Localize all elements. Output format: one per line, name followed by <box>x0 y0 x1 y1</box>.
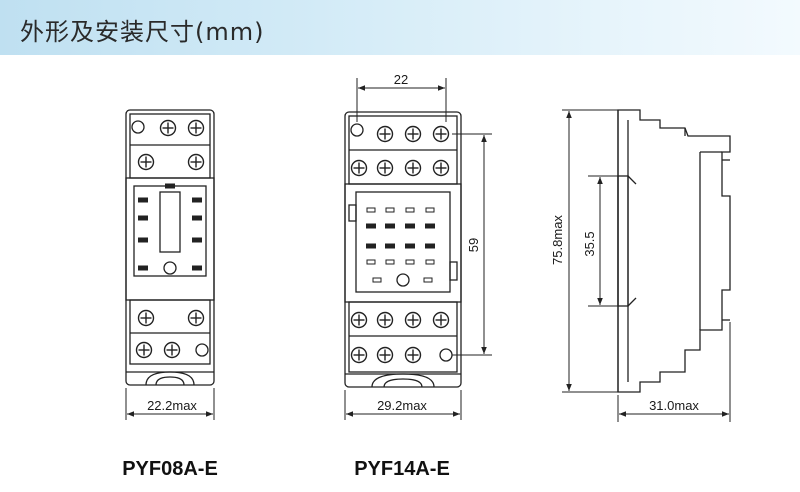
side-height-dimension <box>562 109 618 393</box>
side-height-label: 75.8max <box>550 215 565 265</box>
header-bar: 外形及安装尺寸(mm) <box>0 0 800 55</box>
pyf08-contact-slots <box>138 183 202 275</box>
pyf14-top-dimension <box>356 78 447 122</box>
pyf14-contact-slots <box>366 207 435 287</box>
page-title: 外形及安装尺寸(mm) <box>20 18 265 46</box>
pyf14-front-view <box>344 111 462 388</box>
pyf08-width-dimension <box>125 388 215 420</box>
side-depth-dimension <box>617 322 731 422</box>
side-view <box>617 109 731 393</box>
pyf14-width-label: 29.2max <box>377 398 427 413</box>
pyf08-width-label: 22.2max <box>147 398 197 413</box>
pyf08-front-view <box>125 109 215 386</box>
side-rail-label: 35.5 <box>582 231 597 256</box>
pyf14-height-dimension <box>452 133 492 356</box>
pyf14-model-label: PYF14A-E <box>354 458 450 480</box>
pyf08-model-label: PYF08A-E <box>122 458 218 480</box>
pyf14-height-label: 59 <box>466 238 481 252</box>
side-depth-label: 31.0max <box>649 398 699 413</box>
side-rail-dimension <box>588 175 618 307</box>
pyf14-top-label: 22 <box>394 72 408 87</box>
pyf14-width-dimension <box>344 390 462 420</box>
